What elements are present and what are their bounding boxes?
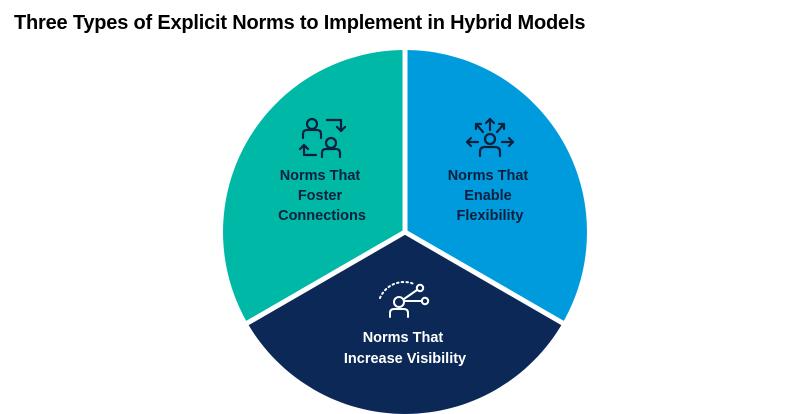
segment-dividers: [242, 46, 568, 328]
people-exchange-icon: [298, 117, 347, 159]
segment-enable-flexibility: [405, 50, 587, 323]
segment-label-foster-connections: Norms That Foster Connections: [278, 168, 366, 224]
foster-connections-line-1: Norms That: [280, 168, 361, 184]
person-network-icon: [379, 281, 430, 318]
enable-flexibility-line-2: Enable: [464, 188, 512, 204]
segment-label-enable-flexibility: Norms That Enable Flexibility: [448, 168, 533, 224]
foster-connections-line-3: Connections: [278, 208, 366, 224]
segment-increase-visibility: [247, 232, 563, 414]
person-arrows-outward-icon: [465, 117, 515, 158]
increase-visibility-line-2: Increase Visibility: [344, 351, 466, 367]
enable-flexibility-line-1: Norms That: [448, 168, 529, 184]
segment-foster-connections: [223, 50, 405, 323]
increase-visibility-line-1: Norms That: [363, 330, 444, 346]
segment-label-increase-visibility: Norms That Increase Visibility: [344, 330, 466, 367]
foster-connections-line-2: Foster: [298, 188, 343, 204]
page-title: Three Types of Explicit Norms to Impleme…: [14, 12, 586, 34]
enable-flexibility-line-3: Flexibility: [457, 208, 524, 224]
